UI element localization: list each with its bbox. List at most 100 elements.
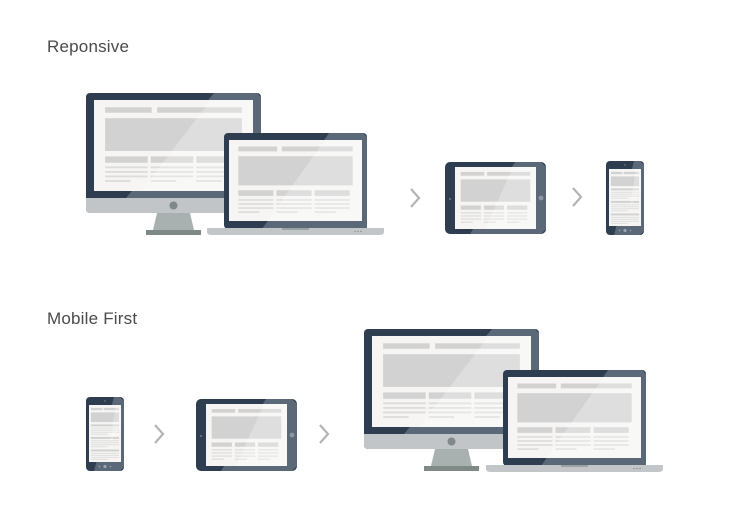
text-line <box>555 440 591 442</box>
column-heading <box>483 205 505 210</box>
text-line <box>517 448 539 450</box>
text-line <box>555 448 577 450</box>
text-line <box>314 211 336 213</box>
text-line <box>90 433 108 435</box>
text-line <box>428 402 472 405</box>
tablet <box>196 399 297 471</box>
text-line <box>105 170 148 173</box>
text-line <box>211 449 232 451</box>
text-line <box>150 170 194 173</box>
text-line <box>196 166 239 169</box>
text-line <box>238 199 274 201</box>
text-line <box>610 222 628 224</box>
text-line <box>610 220 640 222</box>
chevron-stroke <box>319 424 330 444</box>
hero-block <box>460 179 531 202</box>
text-line <box>238 207 274 209</box>
tablet-illustration <box>445 162 546 234</box>
text-line <box>610 206 640 208</box>
text-line <box>105 175 148 178</box>
text-line <box>428 406 472 409</box>
camera <box>200 435 202 437</box>
nav-bar <box>623 171 640 175</box>
header-bar <box>383 343 430 349</box>
text-line <box>610 216 640 218</box>
text-line <box>428 411 472 414</box>
text-line <box>474 402 517 405</box>
text-line <box>610 191 640 193</box>
text-line <box>276 199 312 201</box>
laptop <box>486 370 663 472</box>
nav-bar <box>238 408 282 413</box>
text-line <box>196 175 239 178</box>
text-line <box>483 212 505 214</box>
text-line <box>90 454 120 456</box>
text-line <box>610 210 628 212</box>
text-line <box>314 203 350 205</box>
screen-glare <box>236 404 287 466</box>
header-bar <box>517 383 557 389</box>
text-line <box>196 180 222 182</box>
column-heading <box>474 392 517 399</box>
text-line <box>150 180 177 182</box>
header-bar <box>105 107 152 113</box>
section-title-mobile-first: Mobile First <box>47 309 138 328</box>
text-line <box>258 455 279 457</box>
text-line <box>276 211 298 213</box>
nav-bar <box>435 343 520 349</box>
menu-button <box>109 465 112 468</box>
text-line <box>90 456 120 458</box>
nav-bar <box>487 171 531 176</box>
section-heading <box>90 436 120 439</box>
text-line <box>460 212 481 214</box>
column-heading <box>507 205 528 210</box>
chevron-right-icon <box>317 423 331 445</box>
indicator-light <box>633 467 635 470</box>
laptop-base <box>207 228 384 235</box>
text-line <box>555 444 591 446</box>
header-bar <box>90 407 103 411</box>
text-line <box>507 212 528 214</box>
column-heading <box>314 190 350 196</box>
text-line <box>234 455 256 457</box>
header-bar <box>211 408 236 413</box>
tablet <box>445 162 546 234</box>
hero-block <box>211 416 282 439</box>
text-line <box>90 458 108 460</box>
text-line <box>460 221 473 223</box>
text-line <box>196 170 239 173</box>
phone-illustration <box>606 161 644 235</box>
header-bar <box>460 171 485 176</box>
column-heading <box>196 156 239 163</box>
laptop-illustration <box>486 370 663 472</box>
laptop <box>207 133 384 235</box>
text-line <box>507 218 528 220</box>
column-heading <box>593 427 629 433</box>
power-button <box>169 201 178 210</box>
text-line <box>276 207 312 209</box>
screen-glare <box>546 377 641 458</box>
text-line <box>460 218 481 220</box>
text-line <box>238 203 274 205</box>
text-line <box>90 431 120 433</box>
chevron-glyph <box>154 424 165 444</box>
chevron-right-icon <box>408 187 422 209</box>
text-line <box>474 416 500 418</box>
text-line <box>610 218 640 220</box>
text-line <box>314 199 350 201</box>
text-line <box>610 208 640 210</box>
phone <box>86 397 124 471</box>
hero-block <box>383 354 520 387</box>
text-line <box>105 166 148 169</box>
camera <box>624 164 626 166</box>
monitor-base <box>424 466 479 471</box>
text-line <box>593 444 629 446</box>
text-line <box>593 436 629 438</box>
column-heading <box>460 205 481 210</box>
column-heading <box>211 442 232 447</box>
nav-bar <box>103 407 120 411</box>
column-heading <box>276 190 312 196</box>
indicator-light <box>360 230 362 233</box>
text-line <box>383 411 426 414</box>
text-line <box>383 416 409 418</box>
